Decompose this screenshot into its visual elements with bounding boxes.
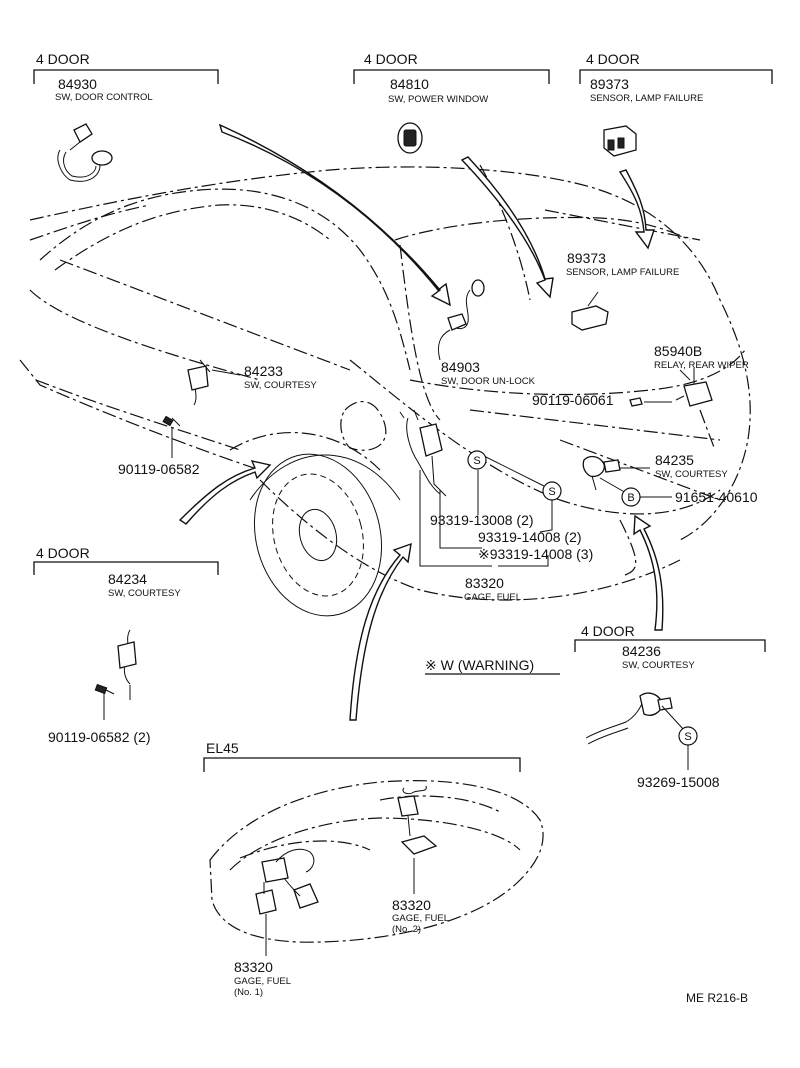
header-power-window: 4 DOOR [364, 51, 418, 67]
header-brackets [33, 69, 773, 772]
header-el45: EL45 [206, 740, 239, 756]
symbol-s-3: S [678, 726, 698, 746]
part-89373-top-sketch [603, 125, 637, 157]
svg-text:S: S [684, 731, 691, 743]
desc-84235: SW, COURTESY [655, 469, 728, 480]
el45-gage-no2-sub: (No. 2) [392, 924, 421, 935]
part-no-84233: 84233 [244, 363, 283, 379]
screw-93319-14008-warning: ※93319-14008 (3) [478, 546, 593, 562]
fuel-gage-assembly-sketch [399, 409, 447, 497]
screw-90119-06061: 90119-06061 [532, 392, 614, 408]
legend-warning: ※ W (WARNING) [425, 657, 534, 673]
desc-84903: SW, DOOR UN-LOCK [441, 376, 536, 387]
screw-93269-15008: 93269-15008 [637, 774, 720, 790]
pointer-arrows [178, 123, 664, 721]
el45-gage-no1-sketch [255, 848, 319, 915]
el45-gage-no2-desc: GAGE, FUEL [392, 913, 449, 924]
desc-85940b: RELAY, REAR WIPER [654, 360, 749, 371]
symbol-b: B [621, 487, 641, 507]
part-84233-sketch [162, 359, 211, 427]
svg-text:B: B [627, 492, 634, 504]
desc-84930: SW, DOOR CONTROL [55, 92, 153, 103]
el45-gage-no1-desc: GAGE, FUEL [234, 976, 291, 987]
part-84236-sketch [585, 692, 673, 745]
screw-93319-14008: 93319-14008 (2) [478, 529, 582, 545]
part-no-84236: 84236 [622, 643, 661, 659]
desc-89373: SENSOR, LAMP FAILURE [566, 267, 679, 278]
el45-gage-no1-sub: (No. 1) [234, 987, 263, 998]
part-no-89373: 89373 [567, 250, 606, 266]
part-no-84234: 84234 [108, 571, 147, 587]
header-courtesy-84234: 4 DOOR [36, 545, 90, 561]
el45-gage-no1-part: 83320 [234, 959, 273, 975]
car-body-outline [19, 164, 751, 601]
screw-93319-13008: 93319-13008 (2) [430, 512, 534, 528]
part-84903-sketch [447, 279, 485, 331]
el45-car-outline [209, 780, 544, 943]
screw-90119-06582-2: 90119-06582 (2) [48, 729, 150, 745]
part-84810-sketch [397, 122, 423, 154]
part-84234-sketch [94, 629, 137, 695]
part-no-84235: 84235 [655, 452, 694, 468]
part-no-89373-top: 89373 [590, 76, 629, 92]
header-door-control: 4 DOOR [36, 51, 90, 67]
footer-code: ME R216-B [686, 991, 748, 1005]
desc-83320: GAGE, FUEL [464, 592, 521, 603]
desc-84234: SW, COURTESY [108, 588, 181, 599]
screw-90119-06582: 90119-06582 [118, 461, 200, 477]
part-no-84810: 84810 [390, 76, 429, 92]
symbol-s-2: S [542, 481, 562, 501]
leader-lines [103, 329, 691, 956]
svg-text:S: S [548, 486, 555, 498]
part-89373-sketch [571, 291, 609, 331]
part-85940b-sketch [629, 368, 713, 407]
part-84930-sketch [57, 123, 113, 182]
rear-wheel [249, 453, 401, 617]
desc-84810: SW, POWER WINDOW [388, 94, 488, 105]
header-courtesy-84236: 4 DOOR [581, 623, 635, 639]
el45-gage-no2-part: 83320 [392, 897, 431, 913]
part-no-84930: 84930 [58, 76, 97, 92]
el45-gage-no2-sketch [397, 785, 438, 855]
desc-84236: SW, COURTESY [622, 660, 695, 671]
part-no-85940b: 85940B [654, 343, 702, 359]
header-lamp-failure: 4 DOOR [586, 51, 640, 67]
part-no-83320: 83320 [465, 575, 504, 591]
symbol-s-1: S [467, 450, 487, 470]
desc-84233: SW, COURTESY [244, 380, 317, 391]
bolt-91651-40610: 91651-40610 [675, 489, 758, 505]
part-no-84903: 84903 [441, 359, 480, 375]
svg-text:S: S [473, 455, 480, 467]
desc-89373-top: SENSOR, LAMP FAILURE [590, 93, 703, 104]
part-84235-sketch [582, 455, 621, 491]
